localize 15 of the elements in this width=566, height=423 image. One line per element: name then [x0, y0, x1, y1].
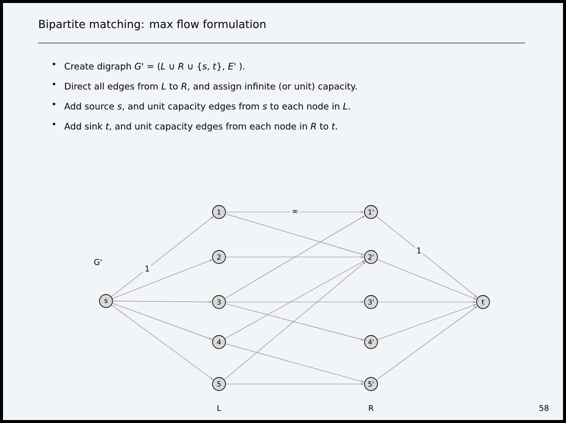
arrow — [111, 304, 214, 380]
graph-label: L — [218, 405, 222, 411]
page-number: 58 — [540, 404, 549, 411]
edge-label: ∞ — [292, 210, 298, 214]
graph-label: R — [369, 405, 374, 411]
slide-title: Bipartite matching: max flow formulation — [39, 20, 266, 30]
graph-label: G' — [94, 258, 102, 266]
bullet-text: Add sink t, and unit capacity edges from each node in R to t. — [64, 122, 337, 132]
bullet-text: Create digraph G' = (L ∪ R ∪ {s, t}, E' ). — [64, 62, 244, 72]
bullet-text: Direct all edges from L to R, and assign infinite (or unit) capacity. — [65, 82, 356, 92]
bullet-text: Add source s, and unit capacity edges from s to each node in L. — [64, 102, 350, 112]
edge-label: 1 — [417, 248, 421, 254]
edge-label: 1 — [146, 266, 149, 272]
arrow — [224, 260, 365, 339]
arrow — [376, 306, 478, 380]
